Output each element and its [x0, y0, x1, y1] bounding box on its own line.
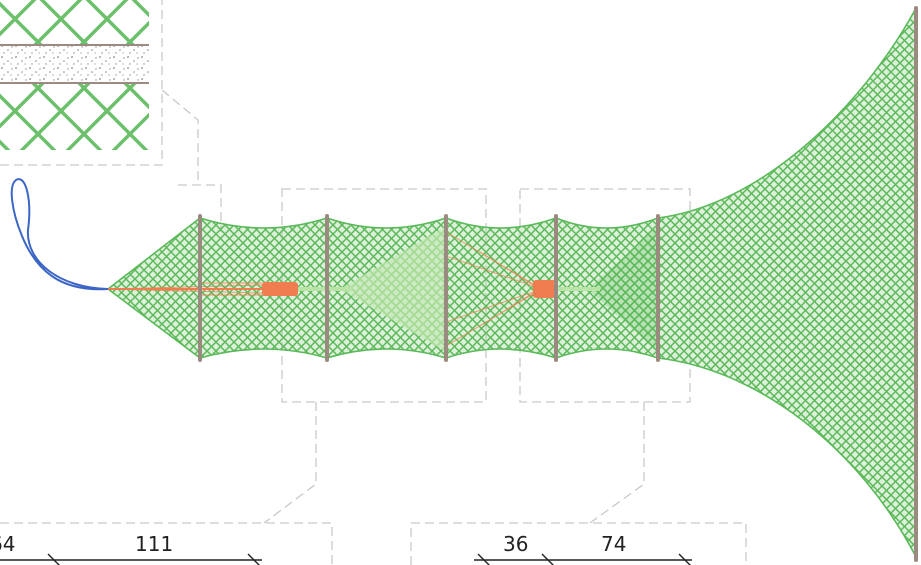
dimension-label: 74	[601, 532, 626, 556]
funnel-throat-2	[588, 226, 658, 352]
dimension-label: 64	[0, 532, 15, 556]
net-body	[106, 9, 916, 556]
funnel-throat-1	[340, 226, 446, 352]
dimension-label: 111	[135, 532, 173, 556]
throat-ring-2	[533, 280, 556, 298]
hoops	[198, 6, 918, 562]
dimension-label: 36	[503, 532, 528, 556]
mesh-detail-inset	[0, 0, 151, 150]
tow-rope-loop	[10, 178, 109, 291]
dimension-lines	[0, 553, 692, 565]
throat-ring-1	[262, 282, 298, 296]
